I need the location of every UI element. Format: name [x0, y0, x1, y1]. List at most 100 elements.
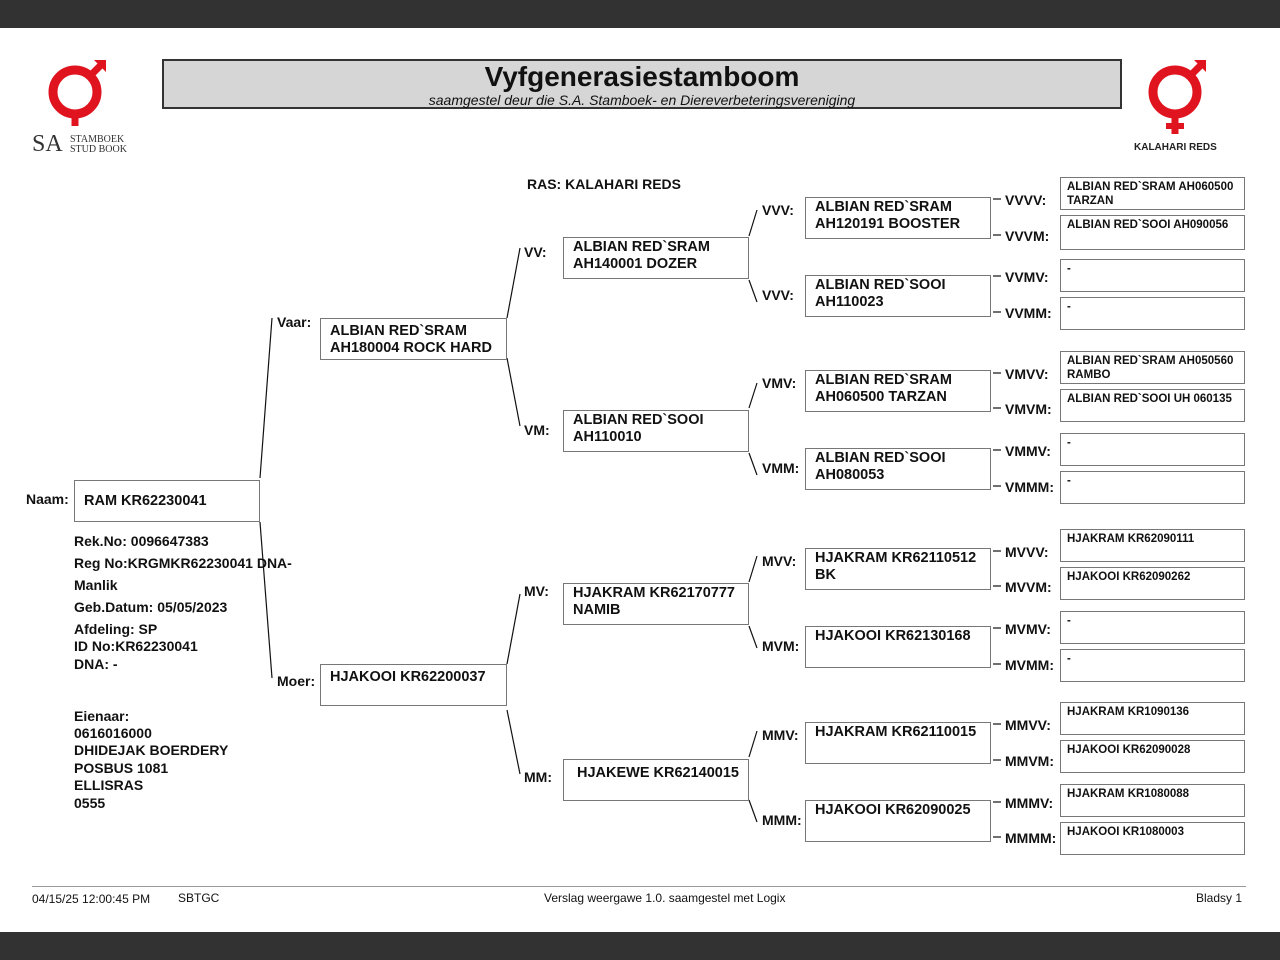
mvvv-name: HJAKRAM KR62090111: [1067, 533, 1195, 545]
mv-box: HJAKRAM KR62170777 NAMIB: [563, 583, 749, 625]
mvmm-name: -: [1067, 653, 1071, 665]
dam-name: HJAKOOI KR62200037: [330, 669, 486, 685]
mvm-name: HJAKOOI KR62130168: [815, 628, 971, 644]
vmmm-name: -: [1067, 475, 1071, 487]
vmvm-box: ALBIAN RED`SOOI UH 060135: [1060, 389, 1245, 422]
vmmv-name: -: [1067, 437, 1071, 449]
mmm-label: MMM:: [762, 812, 802, 828]
mmm-box: HJAKOOI KR62090025: [805, 800, 991, 842]
owner-label: Eienaar:: [74, 708, 130, 724]
viewer-bottom-bar: [0, 932, 1280, 960]
mvmv-box: -: [1060, 611, 1245, 644]
vvvv-name: ALBIAN RED`SRAM AH060500 TARZAN: [1067, 181, 1234, 207]
mvmv-label: MVMV:: [1005, 621, 1051, 637]
dam-box: HJAKOOI KR62200037: [320, 664, 507, 706]
mvv-name: HJAKRAM KR62110512 BK: [815, 550, 977, 583]
kalahari-reds-logo-text: KALAHARI REDS: [1134, 142, 1217, 153]
mvm-label: MVM:: [762, 638, 800, 654]
mvvv-box: HJAKRAM KR62090111: [1060, 529, 1245, 562]
mvv-box: HJAKRAM KR62110512 BK: [805, 548, 991, 590]
kalahari-reds-symbol-icon: [1148, 60, 1206, 134]
mmvm-name: HJAKOOI KR62090028: [1067, 744, 1191, 756]
mmv-box: HJAKRAM KR62110015: [805, 722, 991, 764]
mmv-name: HJAKRAM KR62110015: [815, 724, 977, 740]
vvv-name: ALBIAN RED`SRAM AH120191 BOOSTER: [815, 199, 961, 232]
vm-label: VM:: [524, 422, 550, 438]
mvmm-label: MVMM:: [1005, 657, 1054, 673]
kalahari-reds-logo: KALAHARI REDS: [1130, 56, 1230, 156]
vvmv-name: -: [1067, 263, 1071, 275]
vvvv-label: VVVV:: [1005, 192, 1047, 208]
mvvv-label: MVVV:: [1005, 544, 1049, 560]
vvmv-box: -: [1060, 259, 1245, 292]
vmmv-label: VMMV:: [1005, 443, 1051, 459]
footer-version: Verslag weergawe 1.0. saamgestel met Log…: [544, 891, 786, 905]
vmv-box: ALBIAN RED`SRAM AH060500 TARZAN: [805, 370, 991, 412]
sa-stamboek-logo: SA STAMBOEK STUD BOOK: [30, 56, 140, 157]
vvvm-box: ALBIAN RED`SOOI AH090056: [1060, 215, 1245, 250]
vmvv-name: ALBIAN RED`SRAM AH050560 RAMBO: [1067, 355, 1234, 381]
owner-name: DHIDEJAK BOERDERY: [74, 742, 229, 758]
subject-animal-name: RAM KR62230041: [84, 493, 207, 509]
vvmm-box: -: [1060, 297, 1245, 330]
vv-box: ALBIAN RED`SRAM AH140001 DOZER: [563, 237, 749, 279]
mvv-label: MVV:: [762, 553, 797, 569]
mmmm-label: MMMM:: [1005, 830, 1057, 846]
vmvv-label: VMVV:: [1005, 366, 1049, 382]
mm-box: HJAKEWE KR62140015: [563, 759, 749, 801]
mvvm-name: HJAKOOI KR62090262: [1067, 571, 1191, 583]
owner-number: 0616016000: [74, 725, 152, 741]
page-title: Vyfgenerasiestamboom: [484, 61, 800, 92]
vmvm-name: ALBIAN RED`SOOI UH 060135: [1067, 393, 1232, 405]
footer-page-number: Bladsy 1: [1196, 891, 1243, 905]
vmm-name: ALBIAN RED`SOOI AH080053: [815, 450, 946, 483]
vmmm-label: VMMM:: [1005, 479, 1054, 495]
vmv-name: ALBIAN RED`SRAM AH060500 TARZAN: [815, 372, 952, 405]
mm-label: MM:: [524, 769, 552, 785]
viewer-top-bar: [0, 0, 1280, 28]
mmmv-label: MMMV:: [1005, 795, 1054, 811]
reg-no: Reg No:KRGMKR62230041 DNA-: [74, 555, 292, 571]
mvvm-box: HJAKOOI KR62090262: [1060, 567, 1245, 600]
subject-animal-box: RAM KR62230041: [74, 480, 260, 522]
vvmm-label: VVMM:: [1005, 305, 1052, 321]
id-no: ID No:KR62230041: [74, 638, 198, 654]
vmvv-box: ALBIAN RED`SRAM AH050560 RAMBO: [1060, 351, 1245, 384]
owner-address-1: POSBUS 1081: [74, 760, 169, 776]
vaar-label: Vaar:: [277, 314, 312, 330]
mmvm-label: MMVM:: [1005, 753, 1054, 769]
vvvm-name: ALBIAN RED`SOOI AH090056: [1067, 219, 1229, 231]
mv-name: HJAKRAM KR62170777 NAMIB: [573, 585, 735, 618]
vvmm-name: -: [1067, 301, 1071, 313]
dna: DNA: -: [74, 656, 118, 672]
mmvv-label: MMVV:: [1005, 717, 1051, 733]
vv-label: VV:: [524, 244, 547, 260]
afdeling: Afdeling: SP: [74, 621, 158, 637]
mmmv-box: HJAKRAM KR1080088: [1060, 784, 1245, 817]
vvvv-box: ALBIAN RED`SRAM AH060500 TARZAN: [1060, 177, 1245, 210]
vvm-label: VVV:: [762, 287, 794, 303]
vvm-name: ALBIAN RED`SOOI AH110023: [815, 277, 946, 310]
vmvm-label: VMVM:: [1005, 401, 1052, 417]
mmvm-box: HJAKOOI KR62090028: [1060, 740, 1245, 773]
sa-logo-line-1: STAMBOEK: [70, 134, 125, 145]
mm-name: HJAKEWE KR62140015: [577, 765, 739, 781]
mv-label: MV:: [524, 583, 549, 599]
title-box: Vyfgenerasiestamboom saamgestel deur die…: [162, 59, 1122, 109]
mmmv-name: HJAKRAM KR1080088: [1067, 788, 1190, 800]
sa-stamboek-symbol-icon: [48, 60, 106, 126]
mmmm-box: HJAKOOI KR1080003: [1060, 822, 1245, 855]
mmvv-name: HJAKRAM KR1090136: [1067, 706, 1190, 718]
footer-divider: [32, 886, 1246, 887]
footer-timestamp: 04/15/25 12:00:45 PM: [32, 892, 151, 906]
sex: Manlik: [74, 577, 118, 593]
naam-label: Naam:: [26, 491, 69, 507]
owner-postal-code: 0555: [74, 795, 106, 811]
mvmv-name: -: [1067, 615, 1071, 627]
sa-logo-line-2: STUD BOOK: [70, 144, 127, 155]
vvvm-label: VVVM:: [1005, 228, 1050, 244]
sa-logo-letters: SA: [32, 131, 63, 157]
vmm-box: ALBIAN RED`SOOI AH080053: [805, 448, 991, 490]
breed-label: RAS: KALAHARI REDS: [527, 176, 681, 192]
